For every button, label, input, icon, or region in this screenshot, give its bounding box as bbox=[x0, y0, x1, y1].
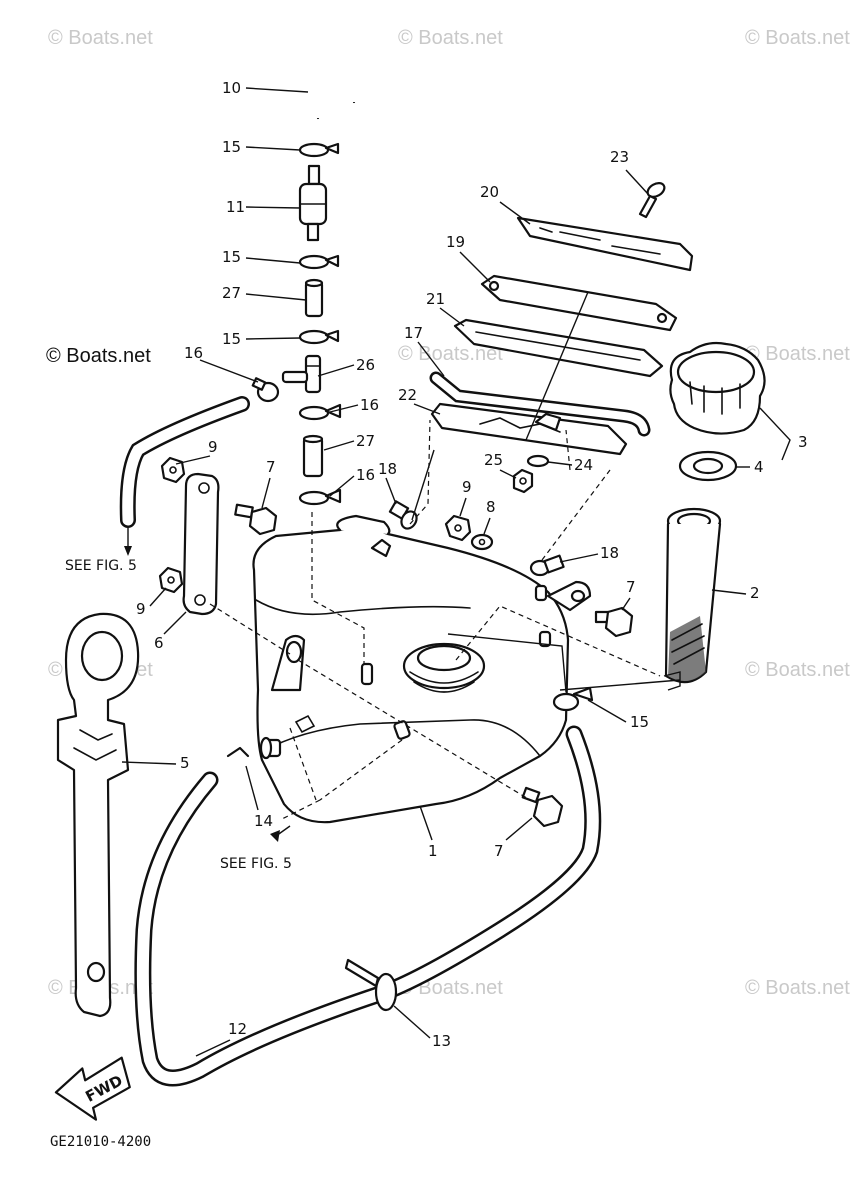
see-fig-5-note: SEE FIG. 5 bbox=[220, 856, 292, 872]
arrow-head bbox=[270, 830, 280, 842]
grommet-14[interactable] bbox=[226, 736, 282, 760]
nut-25[interactable] bbox=[512, 468, 534, 494]
watermark: © Boats.net bbox=[745, 659, 850, 681]
watermark: © Boats.net bbox=[46, 345, 151, 367]
callout-18: 18 bbox=[378, 460, 397, 478]
callout-8: 8 bbox=[486, 498, 496, 516]
nut-9[interactable] bbox=[160, 456, 186, 484]
callout-1: 1 bbox=[428, 842, 438, 860]
assembly-lines bbox=[209, 419, 661, 821]
filler-cap-3[interactable] bbox=[669, 341, 766, 435]
callout-3: 3 bbox=[798, 433, 808, 451]
fuel-filter-11[interactable] bbox=[298, 164, 328, 242]
see-fig-5-note: SEE FIG. 5 bbox=[65, 558, 137, 574]
callout-9: 9 bbox=[462, 478, 472, 496]
tee-joint-26[interactable] bbox=[281, 354, 322, 394]
watermark: © Boats.net bbox=[398, 27, 503, 49]
watermark: © Boats.net bbox=[745, 27, 850, 49]
fuel-tank-1[interactable] bbox=[252, 514, 592, 824]
callout-17: 17 bbox=[404, 324, 423, 342]
callout-7: 7 bbox=[494, 842, 504, 860]
plate-20[interactable] bbox=[516, 216, 694, 272]
callout-13: 13 bbox=[432, 1032, 451, 1050]
leader-line bbox=[559, 679, 681, 691]
hose-27[interactable] bbox=[302, 434, 324, 478]
diagram-code: GE21010-4200 bbox=[50, 1134, 151, 1150]
callout-14: 14 bbox=[254, 812, 273, 830]
hose-clamp-15[interactable] bbox=[552, 686, 594, 712]
callout-6: 6 bbox=[154, 634, 164, 652]
callout-18: 18 bbox=[600, 544, 619, 562]
bolt-18[interactable] bbox=[388, 500, 420, 531]
leader-line bbox=[525, 291, 589, 441]
fuel-sender-22[interactable] bbox=[430, 402, 628, 456]
watermark: © Boats.net bbox=[745, 977, 850, 999]
hose-27[interactable] bbox=[304, 278, 324, 318]
watermark: © Boats.net bbox=[48, 27, 153, 49]
callout-19: 19 bbox=[446, 233, 465, 251]
hose-tie-13[interactable] bbox=[344, 958, 398, 1012]
leader-line bbox=[447, 633, 567, 693]
callout-16: 16 bbox=[356, 466, 375, 484]
callout-16: 16 bbox=[184, 344, 203, 362]
hose-clamp-15[interactable] bbox=[298, 142, 340, 158]
filler-neck-2[interactable] bbox=[664, 507, 722, 684]
callout-4: 4 bbox=[754, 458, 764, 476]
arrow-head bbox=[124, 546, 132, 556]
drain-hose[interactable] bbox=[119, 396, 250, 528]
vent-hose-10[interactable] bbox=[314, 51, 358, 120]
hose-clamp-16[interactable] bbox=[298, 403, 342, 421]
strap-5[interactable] bbox=[56, 612, 140, 1018]
callout-7: 7 bbox=[626, 578, 636, 596]
callout-12: 12 bbox=[228, 1020, 247, 1038]
bracket-6[interactable] bbox=[182, 472, 220, 616]
callout-26: 26 bbox=[356, 356, 375, 374]
fwd-direction-arrow: FWD bbox=[54, 1056, 131, 1121]
callout-21: 21 bbox=[426, 290, 445, 308]
cap-gasket-4[interactable] bbox=[678, 450, 738, 482]
bolt-7[interactable] bbox=[594, 606, 634, 638]
hose-clamp-15[interactable] bbox=[298, 254, 340, 270]
callout-2: 2 bbox=[750, 584, 760, 602]
callout-25: 25 bbox=[484, 451, 503, 469]
callout-27: 27 bbox=[356, 432, 375, 450]
callout-15: 15 bbox=[222, 330, 241, 348]
washer-24[interactable] bbox=[526, 454, 550, 468]
callout-24: 24 bbox=[574, 456, 593, 474]
leader-line bbox=[663, 671, 681, 691]
bolt-18[interactable] bbox=[529, 554, 565, 577]
callouts: 10 15 11 15 27 15 16 26 16 27 16 9 7 18 … bbox=[121, 79, 808, 1057]
screw-23[interactable] bbox=[638, 180, 667, 219]
callout-10: 10 bbox=[222, 79, 241, 97]
callout-15: 15 bbox=[222, 248, 241, 266]
nut-9[interactable] bbox=[444, 514, 472, 542]
callout-7: 7 bbox=[266, 458, 276, 476]
callout-9: 9 bbox=[208, 438, 218, 456]
hose-clamp-15[interactable] bbox=[298, 329, 340, 345]
callout-16: 16 bbox=[360, 396, 379, 414]
fuel-gauge-hose-17[interactable] bbox=[429, 371, 651, 437]
watermark: © Boats.net bbox=[745, 343, 850, 365]
callout-5: 5 bbox=[180, 754, 190, 772]
callout-27: 27 bbox=[222, 284, 241, 302]
nut-9[interactable] bbox=[158, 566, 184, 594]
callout-23: 23 bbox=[610, 148, 629, 166]
callout-20: 20 bbox=[480, 183, 499, 201]
seal-21[interactable] bbox=[453, 318, 664, 378]
washer-8[interactable] bbox=[470, 533, 494, 551]
callout-9: 9 bbox=[136, 600, 146, 618]
gasket-19[interactable] bbox=[480, 274, 678, 332]
callout-15: 15 bbox=[222, 138, 241, 156]
fuel-hose-12[interactable] bbox=[134, 725, 602, 1087]
callout-15: 15 bbox=[630, 713, 649, 731]
bolt-7[interactable] bbox=[234, 503, 278, 536]
bolt-7[interactable] bbox=[521, 786, 564, 828]
leader-line bbox=[411, 449, 435, 521]
watermark: © Boats.net bbox=[398, 343, 503, 365]
callout-22: 22 bbox=[398, 386, 417, 404]
callout-11: 11 bbox=[226, 198, 245, 216]
